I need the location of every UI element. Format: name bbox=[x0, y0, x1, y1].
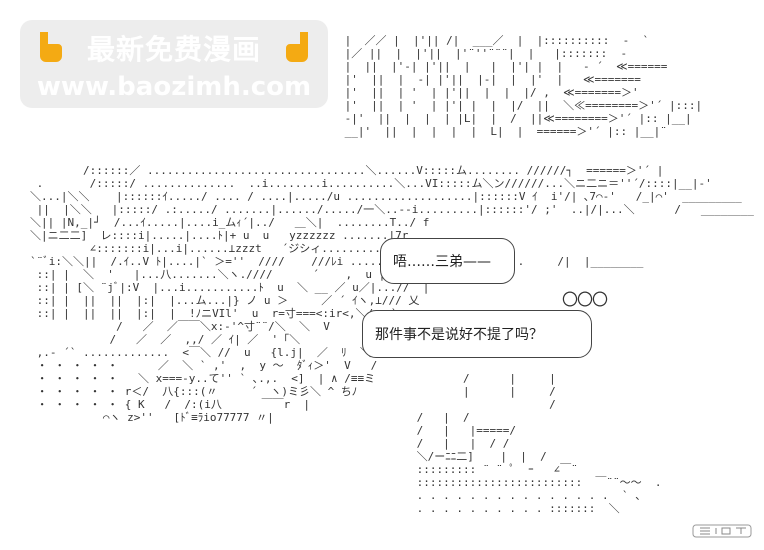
ascii-art-background-right: / | | | | / / / | / / | |=====/ / | | / … bbox=[416, 372, 662, 515]
pointing-hand-icon bbox=[40, 32, 62, 62]
watermark-title: 最新免费漫画 bbox=[86, 33, 261, 66]
ascii-art-background-top: | ／／ | |'|| /| ___／ | |:::::::::: - ` |／… bbox=[344, 34, 703, 138]
speech-bubble-1: 唔……三弟—— bbox=[380, 238, 515, 284]
speech-text-1: 唔……三弟—— bbox=[393, 254, 491, 270]
watermark-url: www.baozimh.com bbox=[36, 72, 312, 102]
corner-logo-icon bbox=[692, 524, 752, 538]
speech-bubble-2: 那件事不是说好不提了吗？ bbox=[362, 310, 592, 358]
pointing-hand-icon bbox=[286, 32, 308, 62]
watermark-banner: 最新免费漫画 www.baozimh.com bbox=[20, 20, 328, 108]
decorative-circles: 〇〇〇 bbox=[562, 290, 608, 309]
speech-text-2: 那件事不是说好不提了吗？ bbox=[375, 327, 543, 343]
